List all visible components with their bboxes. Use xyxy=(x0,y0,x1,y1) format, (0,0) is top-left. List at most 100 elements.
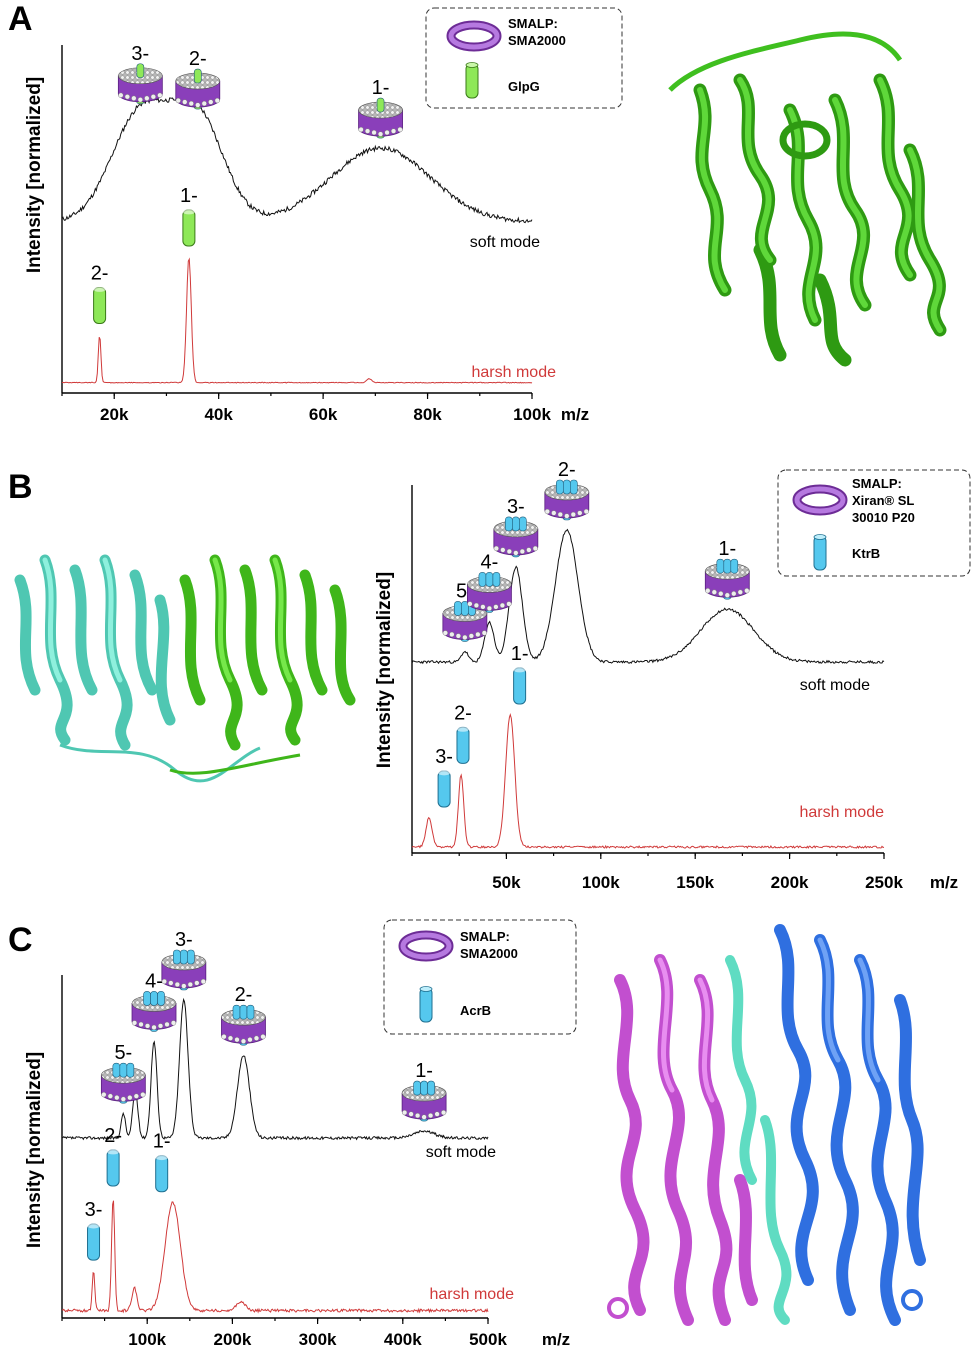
lipid-bubble xyxy=(168,980,174,986)
charge-label: 4- xyxy=(145,970,163,992)
lipid-bubble xyxy=(442,630,449,636)
lipid-bubble xyxy=(195,102,201,108)
protein-top xyxy=(723,558,732,574)
soft-mode-trace xyxy=(61,94,533,224)
lipid-bubble xyxy=(144,1023,151,1029)
soft-mode-label: soft mode xyxy=(426,1144,496,1161)
cylinder-body xyxy=(93,287,107,324)
protein-top xyxy=(556,479,564,495)
x-tick-label: 100k xyxy=(582,873,620,892)
lipid-bubble xyxy=(557,511,563,518)
protein-top xyxy=(193,68,202,84)
protein-top xyxy=(485,572,494,587)
lipid-bubble xyxy=(473,602,480,609)
protein-top xyxy=(420,1080,428,1096)
protein-top xyxy=(246,1004,255,1020)
lipid-bubble xyxy=(182,99,188,105)
charge-label: 1- xyxy=(153,1131,171,1153)
cylinder-body xyxy=(155,1155,169,1193)
x-tick-label: 150k xyxy=(676,873,714,892)
lipid-bubble xyxy=(101,1092,107,1098)
legend-panel-b: SMALP: Xiran® SL 30010 P20 KtrB xyxy=(777,469,971,577)
protein-top xyxy=(112,1062,121,1078)
legend-label-smalp-line2: Xiran® SL xyxy=(852,493,914,508)
x-tick-label: 200k xyxy=(771,873,809,892)
lipid-bubble xyxy=(120,1096,126,1102)
smalp-ring-icon xyxy=(792,484,848,516)
protein-top xyxy=(150,991,158,1006)
lipid-bubble xyxy=(583,508,589,515)
protein-top xyxy=(173,949,181,965)
lipid-bubble xyxy=(358,126,364,133)
lipid-bubble xyxy=(532,545,538,552)
lipid-bubble xyxy=(467,601,473,607)
panel-letter-c: C xyxy=(8,921,33,959)
ktrb-cylinder-icon xyxy=(813,534,827,571)
protein-top xyxy=(505,516,513,532)
cylinder-body xyxy=(456,726,470,764)
nanodisc-icon xyxy=(131,991,177,1032)
lipid-bubble xyxy=(544,508,550,515)
legend-label-acrb: AcrB xyxy=(460,1003,491,1018)
lipid-bubble xyxy=(384,129,390,136)
lipid-bubble xyxy=(462,634,468,641)
lipid-bubble xyxy=(157,1023,164,1029)
lipid-bubble xyxy=(201,100,207,107)
charge-label: 3- xyxy=(507,496,525,518)
lipid-bubble xyxy=(187,981,193,988)
lipid-bubble xyxy=(371,129,377,136)
harsh-mode-trace xyxy=(411,712,885,849)
lipid-bubble xyxy=(200,978,206,985)
x-tick-label: 100k xyxy=(128,1330,166,1349)
protein-top xyxy=(119,1062,128,1078)
cylinder-cap xyxy=(93,287,106,292)
nanodisc-icon xyxy=(442,601,488,642)
lipid-bubble xyxy=(493,604,499,610)
lipid-bubble xyxy=(364,128,371,134)
lipid-bubble xyxy=(140,1092,146,1098)
harsh-mode-label: harsh mode xyxy=(800,804,885,821)
lipid-bubble xyxy=(221,1034,227,1040)
legend-label-smalp-line1: SMALP: xyxy=(460,929,510,944)
lipid-bubble xyxy=(506,548,512,555)
x-tick-label: 250k xyxy=(865,873,903,892)
panel-letter-b: B xyxy=(8,468,33,506)
lipid-bubble xyxy=(519,548,525,555)
protein-top xyxy=(136,63,145,79)
lipid-bubble xyxy=(138,1021,144,1028)
y-axis-label: Intensity [normalized] xyxy=(24,77,45,273)
legend-label-smalp-line3: 30010 P20 xyxy=(852,510,915,525)
cylinder-cap xyxy=(513,667,526,673)
protein-top xyxy=(570,479,578,495)
legend-label-smalp-line1: SMALP: xyxy=(508,16,558,31)
nanodisc-icon xyxy=(175,68,221,110)
protein-top xyxy=(427,1080,435,1096)
soft-mode-trace xyxy=(61,997,489,1141)
lipid-bubble xyxy=(577,510,583,516)
nanodisc-icon xyxy=(493,516,539,558)
nanodisc-icon xyxy=(358,97,403,139)
protein-top xyxy=(716,558,725,574)
cylinder-body xyxy=(87,1223,101,1261)
lipid-bubble xyxy=(194,980,200,986)
lipid-bubble xyxy=(397,126,403,133)
legend-label-smalp: SMALP: SMA2000 xyxy=(508,16,566,48)
legend-label-glpg: GlpG xyxy=(508,79,540,94)
cylinder-cap xyxy=(182,209,195,215)
x-unit-label: m/z xyxy=(561,405,589,424)
protein-top xyxy=(492,572,501,587)
charge-label: 4- xyxy=(481,551,499,573)
cylinder-body xyxy=(182,209,196,247)
nanodisc-icon xyxy=(117,63,163,105)
glpg-cylinder-icon xyxy=(465,62,479,99)
lipid-bubble xyxy=(127,1095,133,1101)
x-tick-label: 40k xyxy=(204,405,233,424)
x-tick-label: 60k xyxy=(309,405,338,424)
protein-cylinder-icon xyxy=(182,209,196,247)
harsh-mode-trace xyxy=(61,1200,489,1314)
x-tick-label: 300k xyxy=(299,1330,337,1349)
lipid-bubble xyxy=(260,1034,266,1040)
